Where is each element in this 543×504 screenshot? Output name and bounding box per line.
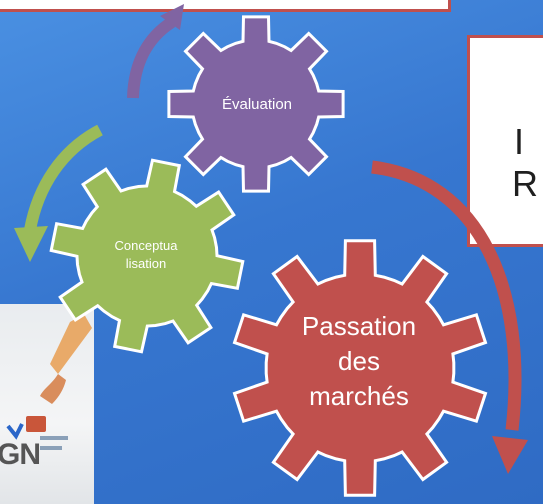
gear-passation-shape	[232, 239, 488, 497]
gear-conceptualisation-label-line-1: Conceptua	[115, 238, 179, 253]
photo-thumbnail: GN	[0, 304, 94, 504]
gear-evaluation: Évaluation	[167, 15, 345, 193]
purple-arrow-head	[160, 4, 184, 30]
gear-evaluation-shape	[167, 15, 345, 193]
gear-passation: Passation des marchés	[232, 239, 488, 497]
gear-passation-label-line-2: des	[338, 346, 380, 376]
right-box-line-1: I	[514, 121, 525, 162]
right-text-box: I R	[467, 35, 543, 247]
top-text-box	[0, 0, 451, 12]
gear-conceptualisation-label-line-2: lisation	[126, 256, 166, 271]
red-arrow	[371, 160, 522, 431]
photo-text: GN	[0, 438, 41, 471]
gear-passation-label-line-3: marchés	[309, 381, 409, 411]
red-arrow-head	[492, 436, 528, 474]
green-arrow-head	[14, 226, 48, 262]
green-arrow	[24, 124, 103, 232]
gear-evaluation-label: Évaluation	[222, 96, 292, 113]
gear-conceptualisation-shape	[49, 158, 245, 354]
purple-arrow	[127, 16, 176, 99]
gear-conceptualisation: Conceptua lisation	[49, 158, 245, 354]
photo-illustration	[6, 314, 92, 450]
right-box-line-2: R	[512, 163, 538, 204]
gear-passation-label-line-1: Passation	[302, 311, 416, 341]
